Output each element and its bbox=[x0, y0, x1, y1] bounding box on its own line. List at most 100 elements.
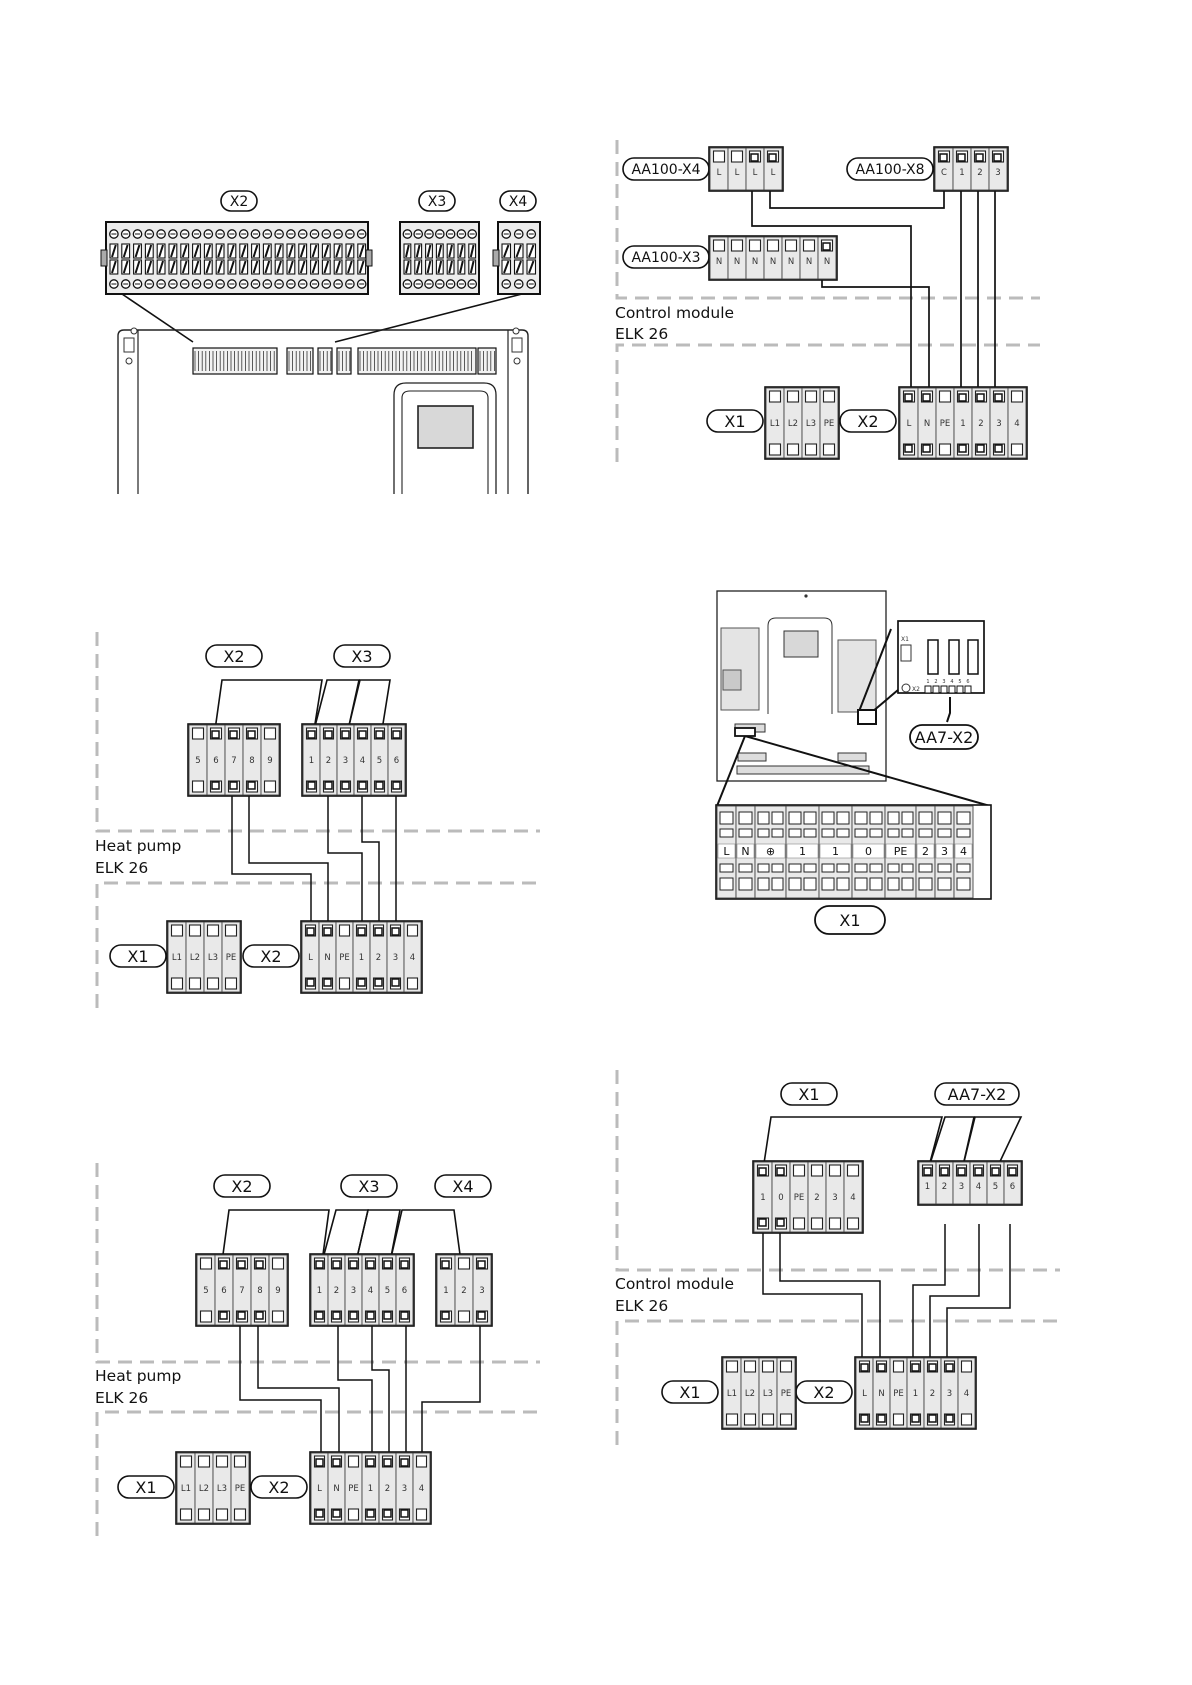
terminal-pin-label: 2 bbox=[376, 953, 381, 963]
terminal-pin-label: 5 bbox=[195, 756, 200, 766]
wiring-heat-pump-bottom: Heat pump ELK 26 X2 X3 X4 X1 X2 bbox=[95, 1163, 540, 1536]
caption-line-1: Control module bbox=[615, 304, 734, 322]
terminal-pin: PE bbox=[935, 387, 955, 459]
terminal-pin: L bbox=[709, 147, 729, 191]
terminal-pin-label: 4 bbox=[360, 756, 365, 766]
terminal-pin: L bbox=[301, 921, 320, 993]
strip-terminal: 4 bbox=[953, 805, 974, 899]
terminal-pin: 3 bbox=[825, 1161, 845, 1233]
terminal-pin-label: 4 bbox=[368, 1286, 373, 1296]
terminal-pin-label: L2 bbox=[745, 1389, 755, 1399]
terminal-pin-label: 2 bbox=[814, 1193, 819, 1203]
terminal-pin: N bbox=[872, 1357, 891, 1429]
terminal-pin: L1 bbox=[765, 387, 785, 459]
terminal-pin: 3 bbox=[472, 1254, 492, 1326]
terminal-pin: N bbox=[727, 236, 747, 280]
terminal-pin: L3 bbox=[212, 1452, 232, 1524]
terminal-pin: N bbox=[318, 921, 337, 993]
terminal-pin: 2 bbox=[807, 1161, 827, 1233]
tag-x2: X2 bbox=[205, 644, 263, 668]
terminal-pin-label: N bbox=[734, 257, 740, 267]
terminal-pin-label: 3 bbox=[832, 1193, 837, 1203]
terminal-pin: 3 bbox=[395, 1452, 414, 1524]
terminal-pin: 1 bbox=[352, 921, 371, 993]
terminal-pin-label: 2 bbox=[978, 419, 983, 429]
caption-line-2: ELK 26 bbox=[95, 1389, 148, 1407]
terminal-pin: 2 bbox=[369, 921, 388, 993]
tag-x1-lower-label: X1 bbox=[679, 1383, 700, 1402]
terminal-pin-label: L1 bbox=[770, 419, 780, 429]
tag-x2-lower-label: X2 bbox=[268, 1478, 289, 1497]
terminal-pin: 2 bbox=[319, 724, 338, 796]
tag-x1: X1 bbox=[706, 409, 764, 433]
terminal-pin-label: L bbox=[735, 168, 740, 178]
terminal-pin: 1 bbox=[953, 387, 973, 459]
terminal-pin-label: 1 bbox=[443, 1286, 448, 1296]
strip-terminal: L bbox=[716, 805, 737, 899]
terminal-pin: 4 bbox=[969, 1161, 988, 1205]
terminal-pin-label: 6 bbox=[394, 756, 399, 766]
tag-x2: X2 bbox=[839, 409, 897, 433]
terminal-pin: 2 bbox=[327, 1254, 346, 1326]
terminal-pin: L bbox=[727, 147, 747, 191]
terminal-pin-label: 2 bbox=[385, 1484, 390, 1494]
terminal-pin: 5 bbox=[196, 1254, 216, 1326]
terminal-pin: 0 bbox=[771, 1161, 791, 1233]
strip-terminal-label: 0 bbox=[865, 845, 872, 858]
strip-terminal-label: 4 bbox=[960, 845, 967, 858]
terminal-pin: L3 bbox=[203, 921, 223, 993]
tag-aa100-x4: AA100-X4 bbox=[622, 157, 710, 181]
tag-x3: X3 bbox=[333, 644, 391, 668]
terminal-pin: 4 bbox=[361, 1254, 380, 1326]
terminal-pin-label: N bbox=[924, 419, 930, 429]
caption-line-2: ELK 26 bbox=[95, 859, 148, 877]
terminal-pin-label: 1 bbox=[960, 419, 965, 429]
terminal-pin-label: L bbox=[717, 168, 722, 178]
tag-x2-label: X2 bbox=[230, 194, 249, 210]
caption-line-1: Heat pump bbox=[95, 837, 181, 855]
terminal-pin: 1 bbox=[302, 724, 321, 796]
terminal-pin-label: 3 bbox=[479, 1286, 484, 1296]
terminal-pin-label: L bbox=[862, 1389, 867, 1399]
terminal-pin: 3 bbox=[344, 1254, 363, 1326]
terminal-pin-label: 7 bbox=[231, 756, 236, 766]
terminal-pin: L bbox=[763, 147, 783, 191]
strip-terminal: 3 bbox=[934, 805, 955, 899]
tag-x1: X1 bbox=[109, 944, 167, 968]
terminal-pin-label: 6 bbox=[402, 1286, 407, 1296]
terminal-pin: N bbox=[781, 236, 801, 280]
tag-x2: X2 bbox=[220, 190, 258, 212]
board-x2-label: X2 bbox=[912, 686, 920, 693]
terminal-pin: PE bbox=[789, 1161, 809, 1233]
terminal-pin: N bbox=[327, 1452, 346, 1524]
terminal-pin-label: 4 bbox=[976, 1182, 981, 1192]
terminal-pin: PE bbox=[335, 921, 354, 993]
terminal-pin-label: 8 bbox=[257, 1286, 262, 1296]
terminal-pin: 5 bbox=[370, 724, 389, 796]
strip-terminal: ⊕ bbox=[754, 805, 787, 899]
terminal-pin: 5 bbox=[986, 1161, 1005, 1205]
terminal-pin: 3 bbox=[988, 147, 1008, 191]
tag-x4: X4 bbox=[434, 1174, 492, 1198]
terminal-pin: L2 bbox=[783, 387, 803, 459]
wiring-control-module-top: Control module ELK 26 AA100-X4 AA100-X8 … bbox=[615, 140, 1040, 462]
terminal-pin: 4 bbox=[412, 1452, 431, 1524]
board-pin-label: 1 bbox=[926, 679, 929, 685]
terminal-pin-label: N bbox=[788, 257, 794, 267]
connector-x3-enlarged bbox=[399, 221, 480, 295]
terminal-pin: 5 bbox=[188, 724, 208, 796]
terminal-pin-label: 5 bbox=[203, 1286, 208, 1296]
tag-aa7-x2-label: AA7-X2 bbox=[948, 1085, 1007, 1104]
tag-aa100-x3: AA100-X3 bbox=[622, 245, 710, 269]
terminal-pin: 7 bbox=[224, 724, 244, 796]
terminal-pin-label: PE bbox=[348, 1484, 359, 1494]
